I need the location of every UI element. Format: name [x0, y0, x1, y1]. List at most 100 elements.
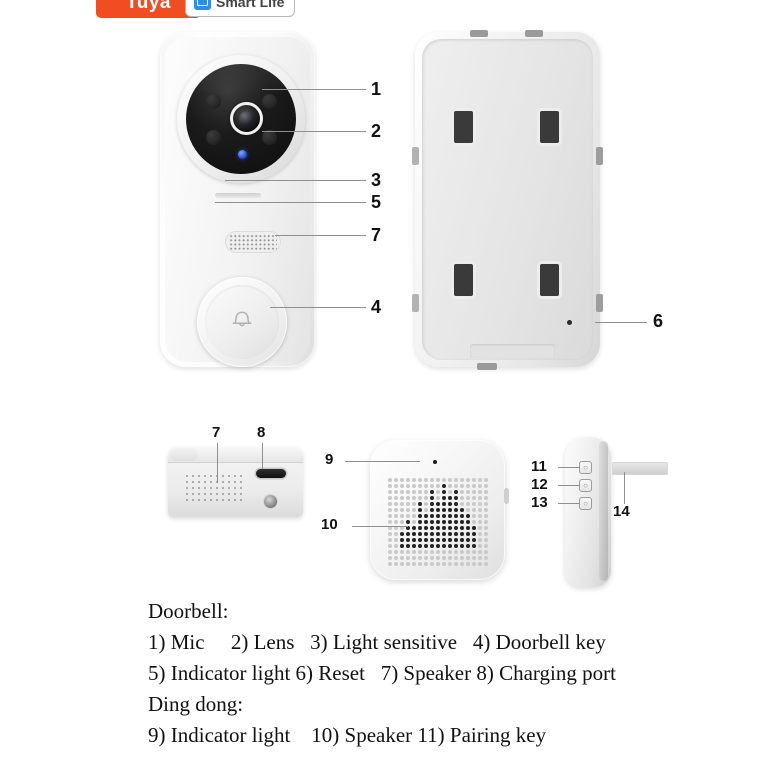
chime-grille-dot [472, 556, 476, 560]
chime-grille-dot [478, 478, 482, 482]
chime-grille-dot [424, 520, 428, 524]
chime-grille-dot [400, 532, 404, 536]
chime-grille-dot [448, 514, 452, 518]
chime-grille-dot [448, 508, 452, 512]
chime-grille-dot [442, 562, 446, 566]
chime-grille-dot [466, 562, 470, 566]
chime-grille-dot [430, 490, 434, 494]
chime-grille-dot [454, 544, 458, 548]
chime-grille-dot [394, 490, 398, 494]
chime-grille-dot [388, 502, 392, 506]
leader-line-7-side [217, 443, 218, 483]
chime-grille-dot [400, 502, 404, 506]
chime-grille-dot [436, 526, 440, 530]
chime-grille-dot [424, 538, 428, 542]
chime-grille-dot [448, 478, 452, 482]
chime-grille-dot [394, 496, 398, 500]
chime-button-12[interactable]: ○ [579, 479, 592, 492]
chime-grille-dot [442, 514, 446, 518]
lens-glass [239, 111, 255, 127]
reset-pinhole[interactable] [567, 320, 572, 325]
chime-grille-dot [448, 562, 452, 566]
chime-grille-dot [466, 490, 470, 494]
chime-side-button-edge [504, 488, 509, 504]
chime-grille-dot [412, 550, 416, 554]
chime-grille-dot [472, 478, 476, 482]
chime-grille-dot [436, 496, 440, 500]
chime-grille-dot [418, 544, 422, 548]
chime-grille-dot [394, 484, 398, 488]
mount-clip [470, 30, 488, 37]
chime-grille-dot [430, 478, 434, 482]
doorbell-back-view [412, 30, 603, 370]
chime-grille-dot [394, 478, 398, 482]
chime-grille-dot [394, 526, 398, 530]
ding-dong-side-view: ○ ○ ○ [565, 437, 611, 587]
chime-grille-dot [478, 526, 482, 530]
chime-grille-dot [418, 496, 422, 500]
chime-grille-dot [418, 478, 422, 482]
chime-grille-dot [388, 544, 392, 548]
light-sensor-icon [238, 150, 247, 159]
chime-grille-dot [430, 544, 434, 548]
chime-grille-dot [478, 520, 482, 524]
smart-life-app-icon [194, 0, 211, 10]
chime-grille-dot [394, 550, 398, 554]
chime-button-13[interactable]: ○ [579, 497, 592, 510]
leader-line-10 [352, 526, 408, 527]
pairing-key[interactable]: ○ [579, 461, 592, 474]
chime-grille-dot [442, 484, 446, 488]
chime-grille-dot [466, 496, 470, 500]
charging-port[interactable] [256, 469, 286, 478]
chime-grille-dot [436, 562, 440, 566]
chime-grille-dot [448, 544, 452, 548]
chime-grille-dot [484, 526, 488, 530]
smart-life-badge: Smart Life [185, 0, 295, 17]
leader-line-4 [270, 307, 366, 308]
chime-grille-dot [454, 496, 458, 500]
chime-grille-dot [400, 520, 404, 524]
chime-grille-dot [424, 526, 428, 530]
chime-grille-dot [406, 550, 410, 554]
chime-grille-dot [424, 532, 428, 536]
doorbell-key[interactable] [197, 277, 287, 367]
callout-8: 8 [257, 424, 266, 441]
chime-grille-dot [406, 514, 410, 518]
chime-grille-dot [436, 490, 440, 494]
chime-grille-dot [424, 544, 428, 548]
chime-grille-dot [388, 550, 392, 554]
chime-grille-dot [388, 514, 392, 518]
chime-grille-dot [412, 544, 416, 548]
chime-grille-dot [418, 562, 422, 566]
mount-clip [412, 294, 419, 312]
chime-grille-dot [406, 562, 410, 566]
chime-grille-dot [448, 532, 452, 536]
doorbell-key-face [205, 285, 279, 359]
leader-line-11 [558, 467, 580, 468]
chime-grille-dot [454, 502, 458, 506]
parts-legend: Doorbell: 1) Mic 2) Lens 3) Light sensit… [148, 596, 748, 751]
chime-grille-dot [454, 556, 458, 560]
chime-grille-dot [400, 550, 404, 554]
chime-grille-dot [484, 496, 488, 500]
chime-grille-dot [424, 562, 428, 566]
chime-grille-dot [454, 478, 458, 482]
chime-grille-dot [412, 526, 416, 530]
dingdong-heading: Ding dong: [148, 692, 244, 716]
smart-life-badge-label: Smart Life [216, 0, 285, 10]
chime-grille-dot [424, 550, 428, 554]
chime-grille-dot [400, 514, 404, 518]
chime-grille-dot [466, 538, 470, 542]
chime-grille-dot [406, 538, 410, 542]
chime-grille-dot [400, 544, 404, 548]
chime-grille-dot [466, 478, 470, 482]
leader-line-14 [624, 472, 625, 504]
chime-grille-dot [436, 538, 440, 542]
chime-grille-dot [436, 544, 440, 548]
chime-grille-dot [472, 490, 476, 494]
chime-grille-dot [472, 514, 476, 518]
ding-dong-front-view [370, 440, 509, 580]
callout-5: 5 [371, 192, 382, 212]
chime-grille-dot [412, 478, 416, 482]
